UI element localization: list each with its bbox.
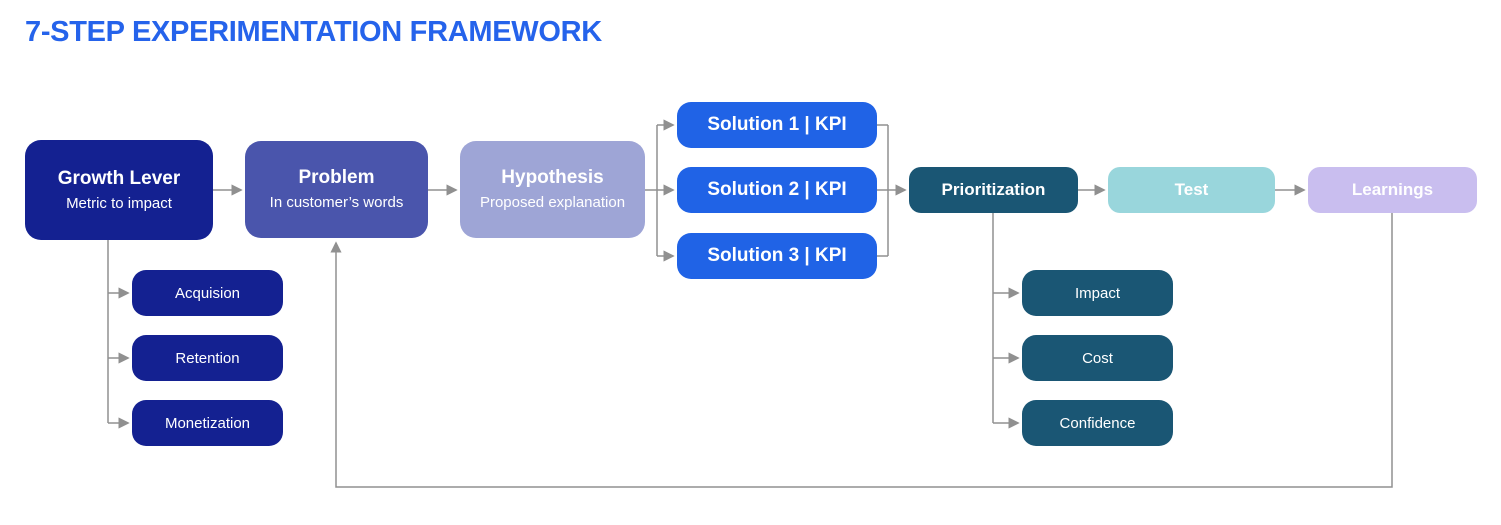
step-prioritization: Prioritization xyxy=(909,167,1078,213)
cost-label: Cost xyxy=(1082,349,1113,367)
learnings-label: Learnings xyxy=(1351,180,1434,199)
monetization-label: Monetization xyxy=(164,414,251,432)
criterion-impact: Impact xyxy=(1022,270,1173,316)
step-hypothesis: Hypothesis Proposed explanation xyxy=(460,141,645,238)
acquision-label: Acquision xyxy=(174,284,241,302)
criterion-cost: Cost xyxy=(1022,335,1173,381)
retention-label: Retention xyxy=(175,349,240,367)
confidence-label: Confidence xyxy=(1059,414,1136,432)
lever-acquision: Acquision xyxy=(132,270,283,316)
test-label: Test xyxy=(1174,180,1209,199)
solution-3-label: Solution 3 | KPI xyxy=(707,245,847,266)
step-test: Test xyxy=(1108,167,1275,213)
hypothesis-label: Hypothesis xyxy=(501,167,604,189)
problem-label: Problem xyxy=(298,167,375,189)
criterion-confidence: Confidence xyxy=(1022,400,1173,446)
step-solution-1: Solution 1 | KPI xyxy=(677,102,877,148)
page-title: 7-STEP EXPERIMENTATION FRAMEWORK xyxy=(25,16,602,48)
hypothesis-sublabel: Proposed explanation xyxy=(479,194,626,212)
problem-sublabel: In customer’s words xyxy=(269,194,404,212)
step-solution-3: Solution 3 | KPI xyxy=(677,233,877,279)
solution-1-label: Solution 1 | KPI xyxy=(707,114,847,135)
step-solution-2: Solution 2 | KPI xyxy=(677,167,877,213)
solution-2-label: Solution 2 | KPI xyxy=(707,179,847,200)
growth-lever-sublabel: Metric to impact xyxy=(66,194,172,212)
lever-retention: Retention xyxy=(132,335,283,381)
lever-monetization: Monetization xyxy=(132,400,283,446)
connector-hypothesis-branch xyxy=(645,125,658,256)
step-growth-lever: Growth Lever Metric to impact xyxy=(25,140,213,240)
impact-label: Impact xyxy=(1074,284,1120,302)
growth-lever-label: Growth Lever xyxy=(57,167,181,189)
step-problem: Problem In customer’s words xyxy=(245,141,428,238)
step-learnings: Learnings xyxy=(1308,167,1477,213)
prioritization-label: Prioritization xyxy=(941,180,1046,199)
connector-solutions-merge xyxy=(877,124,889,257)
